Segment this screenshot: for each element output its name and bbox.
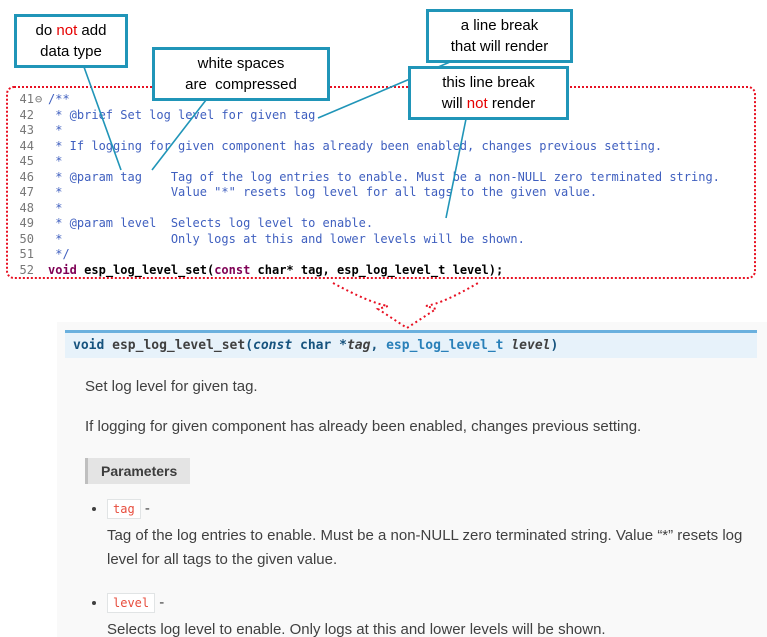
code-text: *: [48, 123, 63, 137]
line-number: 51: [19, 247, 34, 261]
code-text: void esp_log_level_set(const char* tag, …: [48, 263, 503, 279]
line-number: 41: [19, 92, 34, 106]
brief-text: Set log level for given tag.: [85, 378, 258, 395]
line-number: 46: [19, 169, 34, 184]
code-text: * Value "*" resets log level for all tag…: [48, 185, 598, 199]
line-number: 52: [19, 262, 34, 277]
line-number: 47: [19, 185, 34, 199]
line-number: 42: [19, 107, 34, 122]
code-text: * If logging for given component has alr…: [48, 138, 663, 153]
callout-text: white spaces: [197, 55, 285, 72]
sig-return-type: void: [73, 338, 113, 353]
fold-spacer: [34, 170, 48, 186]
sig-type-link[interactable]: esp_log_level_t: [386, 338, 504, 353]
code-line: 42 * @brief Set log level for given tag: [12, 108, 754, 124]
param-dash: -: [140, 500, 155, 517]
code-text: *: [48, 200, 63, 215]
sig-char-pointer: char *: [292, 338, 347, 353]
fold-spacer: [34, 263, 48, 279]
line-number: 43: [19, 123, 34, 137]
sig-const-keyword: const: [253, 338, 293, 353]
param-name-literal: level: [107, 593, 156, 613]
callout-text-red: not: [466, 95, 488, 112]
code-text: * @param tag Tag of the log entries to e…: [48, 169, 720, 184]
function-name: esp_log_level_set(: [84, 262, 215, 277]
callout-text-part: will: [441, 95, 467, 112]
fold-spacer: [34, 201, 48, 217]
sig-function-name: esp_log_level_set: [112, 338, 246, 353]
line-number: 48: [19, 200, 34, 215]
line-number: 45: [19, 154, 34, 168]
code-line: 48 *: [12, 201, 754, 217]
fold-spacer: [34, 232, 48, 248]
callout-linebreak-not-render: this line break will not render: [408, 66, 569, 120]
fold-spacer: [34, 154, 48, 170]
callout-text: that will render: [450, 38, 549, 55]
callout-text: are compressed: [185, 76, 297, 93]
parameter-list: tag - Tag of the log entries to enable. …: [87, 499, 767, 637]
sig-close-paren: ): [550, 338, 559, 353]
fold-minus-icon[interactable]: ⊖: [35, 92, 43, 106]
code-text: /**: [48, 92, 70, 106]
sig-arg-tag: tag: [346, 338, 371, 353]
code-line: 41⊖ /**: [12, 92, 754, 108]
fold-spacer: [34, 108, 48, 124]
rendered-docs-panel: void esp_log_level_set(const char *tag, …: [57, 322, 767, 637]
callout-text: data type: [40, 43, 102, 60]
parameters-header: Parameters: [85, 458, 191, 484]
callout-linebreak-renders: a line break that will render: [426, 9, 573, 63]
parameter-item-level: level - Selects log level to enable. Onl…: [107, 593, 767, 637]
fold-spacer: [34, 185, 48, 201]
sig-open-paren: (: [245, 338, 254, 353]
code-line: 43 *: [12, 123, 754, 139]
callout-text: will not render: [417, 93, 560, 114]
fold-spacer: [34, 123, 48, 139]
keyword-void: void: [48, 262, 77, 277]
callout-text: a line break: [460, 17, 539, 34]
param-dash: -: [155, 594, 169, 611]
code-line: 50 * Only logs at this and lower levels …: [12, 232, 754, 248]
code-line: 45 *: [12, 154, 754, 170]
function-signature: void esp_log_level_set(const char *tag, …: [65, 330, 757, 358]
fold-spacer: [34, 216, 48, 232]
code-text: * @param level Selects log level to enab…: [48, 216, 374, 230]
callout-text-part: render: [487, 95, 536, 112]
code-text: *: [48, 154, 63, 168]
code-text: * @brief Set log level for given tag: [48, 107, 316, 122]
description-text: If logging for given component has alrea…: [85, 418, 642, 435]
fold-spacer: [34, 139, 48, 155]
code-line: 47 * Value "*" resets log level for all …: [12, 185, 754, 201]
sig-arg-level: level: [511, 338, 551, 353]
code-editor: 41⊖ /** 42 * @brief Set log level for giv…: [6, 86, 756, 279]
function-args: char* tag, esp_log_level_t level);: [250, 262, 504, 277]
line-number: 44: [19, 138, 34, 153]
keyword-const: const: [214, 262, 251, 277]
code-line: 49 * @param level Selects log level to e…: [12, 216, 754, 232]
fold-spacer: [34, 247, 48, 263]
line-number: 49: [19, 216, 34, 230]
code-text: */: [48, 247, 70, 261]
code-line: 46 * @param tag Tag of the log entries t…: [12, 170, 754, 186]
param-description: Tag of the log entries to enable. Must b…: [107, 527, 743, 568]
callout-whitespace-compressed: white spaces are compressed: [152, 47, 330, 101]
callout-no-datatype: do not add data type: [14, 14, 128, 68]
param-description: Selects log level to enable. Only logs a…: [107, 621, 606, 637]
param-name-literal: tag: [107, 499, 141, 519]
callout-text: this line break: [442, 74, 535, 91]
callout-text: do not add: [23, 20, 119, 41]
sig-comma: ,: [370, 338, 387, 353]
code-line: 51 */: [12, 247, 754, 263]
callout-text-part: add: [77, 22, 107, 39]
callout-text-red: not: [56, 22, 78, 39]
callout-text-part: do: [35, 22, 57, 39]
code-line: 44 * If logging for given component has …: [12, 139, 754, 155]
parameter-item-tag: tag - Tag of the log entries to enable. …: [107, 499, 767, 572]
line-number: 50: [19, 231, 34, 246]
code-text: * Only logs at this and lower levels wil…: [48, 231, 525, 246]
code-line-declaration: 52 void esp_log_level_set(const char* tag…: [12, 263, 754, 279]
